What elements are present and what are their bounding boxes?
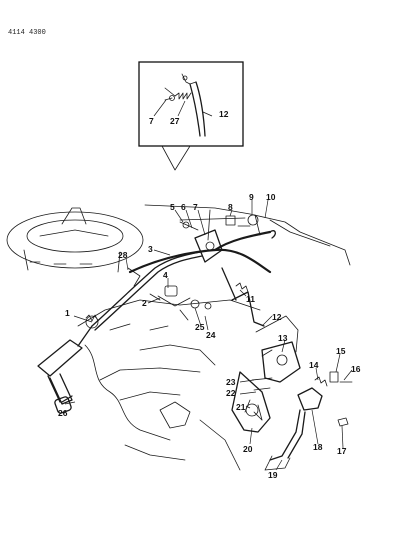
- callout-14: 14: [309, 360, 319, 370]
- callout-8: 8: [228, 202, 233, 212]
- diagram-code: 4114 4300: [8, 29, 46, 37]
- upper-bracket-parts: [179, 214, 259, 263]
- callout-17: 17: [337, 446, 347, 456]
- callout-21: 21: [236, 402, 246, 412]
- callout-18: 18: [313, 442, 323, 452]
- callout-13: 13: [278, 333, 288, 343]
- callout-23: 23: [226, 377, 236, 387]
- firewall-outline: [144, 204, 351, 266]
- lower-linkage-bracket: [251, 315, 301, 391]
- callout-19: 19: [268, 470, 278, 480]
- callout-7: 7: [193, 202, 198, 212]
- cable-clip-parts: [127, 267, 212, 321]
- callout-2: 2: [142, 298, 147, 308]
- callout-1: 1: [65, 308, 70, 318]
- callout-16: 16: [351, 364, 361, 374]
- callout-25: 25: [195, 322, 205, 332]
- callout-9: 9: [249, 192, 254, 202]
- steering-wheel-outline: [6, 207, 144, 273]
- callout-26: 26: [58, 408, 68, 418]
- callout-10: 10: [266, 192, 276, 202]
- inset-detail-box: [138, 61, 244, 171]
- callout-11: 11: [246, 294, 255, 304]
- engine-block-outline: [77, 299, 261, 471]
- callout-12: 12: [272, 312, 282, 322]
- inset-callout-12: 12: [219, 109, 229, 119]
- callout-24: 24: [206, 330, 216, 340]
- callout-6: 6: [181, 202, 186, 212]
- callout-leaders: [64, 199, 353, 471]
- callout-labels: 1 2 3 4 5 6 7 8 9 10 11 12 13 14 15 16 1…: [58, 192, 361, 480]
- throttle-cable: [85, 251, 203, 331]
- throttle-rod-assembly: [128, 230, 276, 327]
- callout-15: 15: [336, 346, 346, 356]
- accelerator-pedal: [37, 325, 93, 414]
- callout-28: 28: [118, 250, 128, 260]
- inset-callout-7: 7: [149, 116, 154, 126]
- callout-3: 3: [148, 244, 153, 254]
- inset-callout-labels: 7 27 12: [149, 109, 229, 126]
- inset-callout-27: 27: [170, 116, 180, 126]
- throttle-body-parts: [231, 371, 353, 471]
- callout-20: 20: [243, 444, 253, 454]
- callout-22: 22: [226, 388, 236, 398]
- callout-5: 5: [170, 202, 175, 212]
- callout-4: 4: [163, 270, 168, 280]
